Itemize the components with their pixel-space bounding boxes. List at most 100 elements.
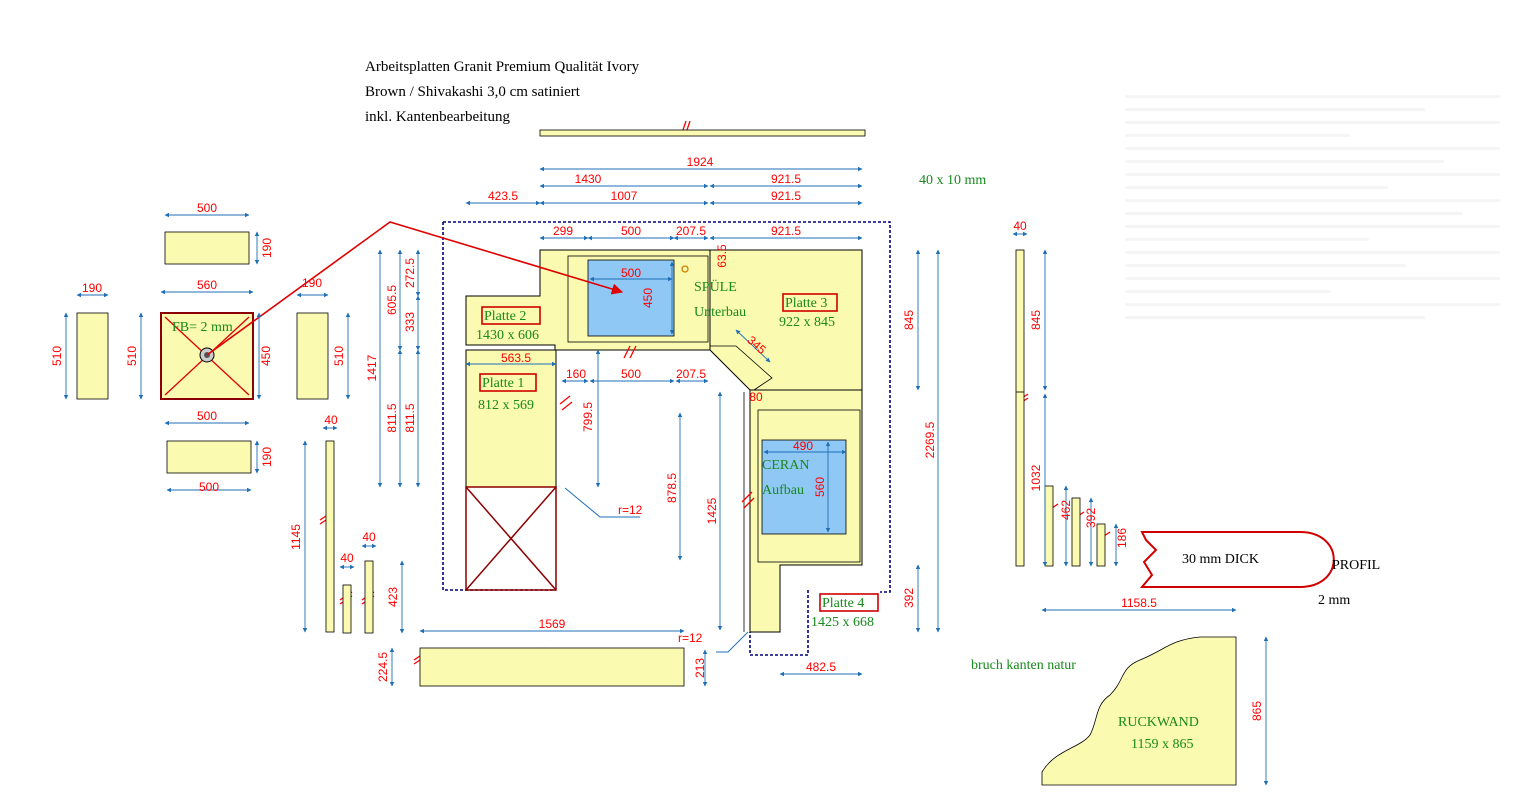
platte-1-shape	[465, 349, 557, 488]
dim-299: 299	[553, 224, 573, 238]
faded-background-text	[1125, 85, 1500, 505]
dim-1425: 1425	[705, 497, 719, 524]
platte-4-name: Platte 4	[822, 596, 864, 611]
platte-1-size: 812 x 569	[478, 398, 534, 413]
platte-2-shape	[465, 249, 711, 351]
strip-845-1032	[1015, 249, 1025, 567]
edge-size-note: 40 x 10 mm	[919, 173, 986, 188]
dim-1007: 1007	[611, 189, 638, 203]
dim-482: 482.5	[806, 660, 836, 674]
dim-878: 878.5	[665, 473, 679, 503]
dim-1924: 1924	[687, 155, 714, 169]
dim-63: 63.5	[715, 244, 729, 268]
dim-490: 490	[793, 439, 813, 453]
platte-4-label-box	[819, 593, 879, 612]
platte-2-size: 1430 x 606	[476, 328, 539, 343]
platte-2-name: Platte 2	[484, 309, 526, 324]
dimension-lines	[63, 166, 1269, 786]
dim-500-c: 500	[621, 367, 641, 381]
dim-811-b: 811.5	[403, 403, 417, 432]
profile-radius: 2 mm	[1318, 593, 1350, 608]
profile-title: PROFIL	[1332, 558, 1380, 573]
platte-2-label-box	[481, 306, 541, 325]
strip-392	[1071, 497, 1081, 567]
platte-4-size: 1425 x 668	[811, 615, 874, 630]
dim-423: 423.5	[488, 189, 518, 203]
platte-3-name: Platte 3	[785, 296, 827, 311]
radius-pointer-2	[716, 631, 749, 653]
profile-shape	[1139, 531, 1335, 588]
dim-224: 224.5	[376, 652, 390, 682]
dim-1032: 1032	[1029, 464, 1043, 491]
dim-392-a: 392	[902, 588, 916, 608]
profile-thickness: 30 mm DICK	[1182, 552, 1259, 567]
dim-560-a: 560	[813, 477, 827, 497]
sink-detail-arrow	[206, 221, 624, 356]
dim-811-a: 811.5	[385, 403, 399, 432]
backwall-break-note: bruch kanten natur	[971, 658, 1076, 673]
dim-500-sink: 500	[197, 409, 217, 423]
dim-190-left: 190	[82, 281, 102, 295]
sink-fb-label: FB= 2 mm	[172, 320, 233, 335]
radius-label-1: r=12	[618, 503, 643, 517]
platte-3-size: 922 x 845	[779, 315, 835, 330]
hob-mount-label: Aufbau	[762, 483, 804, 498]
dim-450-a: 450	[641, 288, 655, 308]
tap-hole	[681, 265, 689, 273]
dim-1417: 1417	[365, 354, 379, 381]
dim-333: 333	[403, 312, 417, 332]
dimension-labels: 1924 1430 921.5 423.5 1007 921.5 299 500…	[50, 155, 1264, 721]
dim-207-b: 207.5	[676, 367, 706, 381]
dim-423-v: 423	[386, 587, 400, 607]
dim-510-sink: 510	[125, 346, 139, 366]
dim-510-left: 510	[50, 346, 64, 366]
dim-186: 186	[1115, 528, 1129, 548]
dim-40-c: 40	[362, 530, 376, 544]
dim-190-bottom: 190	[260, 447, 274, 467]
dim-500-top: 500	[197, 201, 217, 215]
platte-1-label-box	[479, 373, 537, 392]
sink-basin	[587, 259, 675, 337]
dim-213: 213	[693, 658, 707, 678]
backwall-title: RUCKWAND	[1118, 715, 1199, 730]
dim-190-right: 190	[302, 276, 322, 290]
hob-area	[761, 439, 847, 535]
dim-845-a: 845	[902, 310, 916, 330]
dim-450-sink: 450	[259, 346, 273, 366]
appliance-cross-box	[465, 486, 557, 591]
dim-510-right: 510	[332, 346, 346, 366]
dim-500-b: 500	[621, 266, 641, 280]
sink-bottom-panel	[160, 312, 254, 400]
dim-921-a: 921.5	[771, 172, 801, 186]
backwall-shape	[1041, 636, 1237, 786]
strip-462	[1044, 485, 1054, 567]
dim-1158: 1158.5	[1121, 596, 1157, 610]
radius-pointer-1	[564, 487, 640, 518]
strip-423	[364, 560, 374, 634]
dim-40-a: 40	[324, 413, 338, 427]
dim-605: 605.5	[385, 285, 399, 315]
dim-1145: 1145	[289, 524, 303, 550]
sink-side-left	[76, 312, 109, 400]
joint-marks	[319, 120, 1111, 665]
sink-side-right	[296, 312, 329, 400]
dim-1569: 1569	[539, 617, 566, 631]
title-line-2: Brown / Shivakashi 3,0 cm satiniert	[365, 84, 580, 100]
hob-label: CERAN	[762, 458, 809, 473]
dim-560-sink: 560	[197, 278, 217, 292]
dim-80: 80	[749, 390, 763, 404]
platte-3-label-box	[782, 293, 838, 312]
sink-mount-label: Unterbau	[694, 305, 746, 320]
dim-462: 462	[1059, 500, 1073, 520]
dim-500-bottom: 500	[199, 480, 219, 494]
dim-190-top: 190	[260, 238, 274, 258]
dim-845-b: 845	[1029, 310, 1043, 330]
dim-921-b: 921.5	[771, 189, 801, 203]
kitchen-outline-dashed	[442, 221, 891, 656]
platte-1-name: Platte 1	[482, 376, 524, 391]
dim-207-a: 207.5	[676, 224, 706, 238]
dim-2269: 2269.5	[923, 421, 937, 458]
dim-272: 272.5	[403, 258, 417, 288]
panel-1569	[419, 647, 685, 687]
